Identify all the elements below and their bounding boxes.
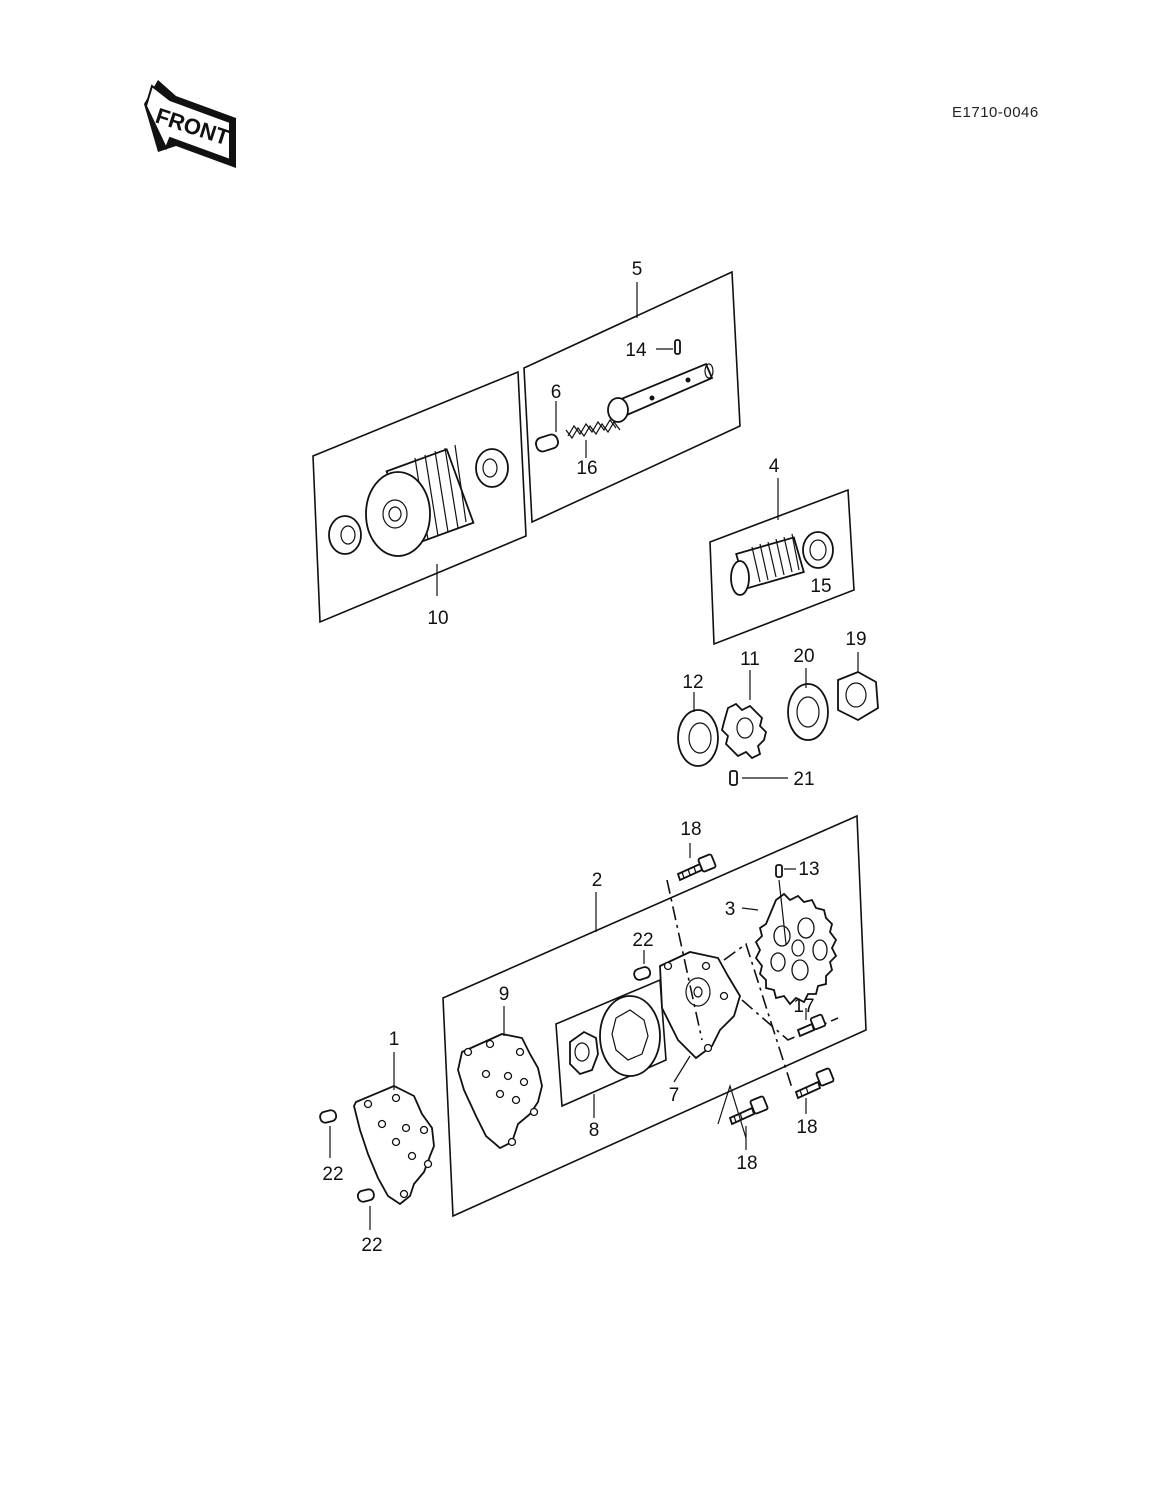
bolts-group (676, 843, 835, 1150)
callout-18-bottom: 18 (736, 1153, 757, 1174)
callout-3: 3 (725, 899, 736, 920)
callout-13: 13 (798, 859, 819, 880)
front-arrow-icon: FRONT (144, 80, 236, 168)
callout-14: 14 (625, 340, 647, 361)
callout-22-pump: 22 (632, 930, 653, 951)
callout-4: 4 (769, 456, 780, 477)
callout-12: 12 (682, 672, 703, 693)
drive-gear-group (677, 652, 879, 786)
callout-22-bottom: 22 (361, 1235, 382, 1256)
oil-strainer-panel (709, 478, 855, 646)
bolt-icon (676, 853, 717, 882)
callout-7: 7 (669, 1085, 680, 1106)
callout-22-left: 22 (322, 1164, 343, 1185)
callout-10: 10 (427, 608, 448, 629)
relief-valve-panel (523, 270, 741, 524)
bolt-icon (728, 1095, 769, 1126)
callout-11: 11 (740, 649, 760, 670)
oil-filter-panel (312, 370, 527, 624)
bolt-icon (796, 1013, 827, 1038)
callout-6: 6 (551, 382, 562, 403)
callout-15: 15 (810, 576, 831, 597)
bolt-icon (794, 1067, 835, 1100)
callout-1: 1 (389, 1029, 400, 1050)
callout-19: 19 (845, 629, 866, 650)
callout-20: 20 (793, 646, 814, 667)
callout-18-right: 18 (796, 1117, 817, 1138)
callout-18-top: 18 (680, 819, 701, 840)
callout-17: 17 (793, 996, 814, 1017)
callout-2: 2 (592, 870, 603, 891)
diagram-code: E1710-0046 (952, 104, 1039, 121)
callout-9: 9 (499, 984, 510, 1005)
callout-8: 8 (589, 1120, 600, 1141)
callout-21: 21 (793, 769, 814, 790)
oil-pump-panel (442, 814, 867, 1218)
gasket-group (319, 1052, 435, 1230)
callout-labels: 1 2 3 4 5 6 7 8 9 10 11 12 13 14 15 16 1… (322, 259, 866, 1256)
callout-16: 16 (576, 458, 597, 479)
callout-5: 5 (632, 259, 643, 280)
